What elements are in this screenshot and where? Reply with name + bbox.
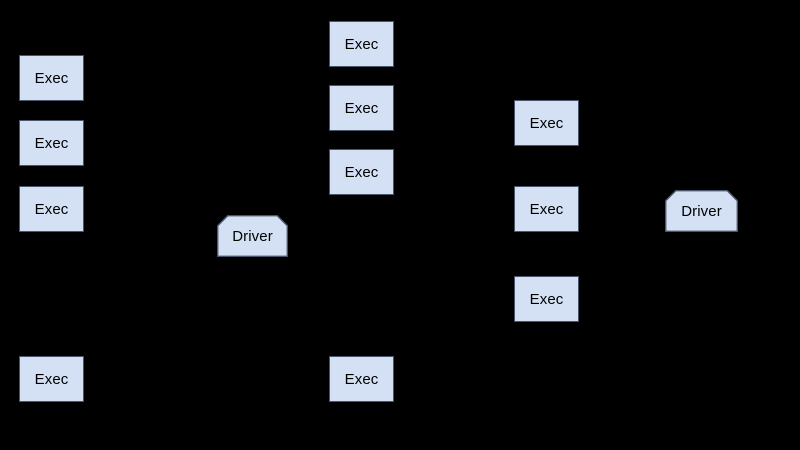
node-label: Exec (34, 134, 69, 152)
node-exec-r3[interactable]: Exec (514, 276, 579, 322)
node-exec-m3[interactable]: Exec (329, 149, 394, 195)
node-shape-chamfered (665, 190, 738, 232)
node-exec-l2[interactable]: Exec (19, 120, 84, 166)
node-exec-m4[interactable]: Exec (329, 356, 394, 402)
node-label: Exec (344, 99, 379, 117)
node-exec-m1[interactable]: Exec (329, 21, 394, 67)
node-exec-l3[interactable]: Exec (19, 186, 84, 232)
node-label: Exec (34, 370, 69, 388)
node-label: Exec (529, 290, 564, 308)
node-exec-l4[interactable]: Exec (19, 356, 84, 402)
node-exec-m2[interactable]: Exec (329, 85, 394, 131)
node-driver-2[interactable]: Driver (665, 190, 738, 232)
node-label: Exec (34, 69, 69, 87)
node-driver-1[interactable]: Driver (217, 215, 288, 257)
node-label: Exec (529, 200, 564, 218)
node-exec-r1[interactable]: Exec (514, 100, 579, 146)
node-label: Exec (344, 35, 379, 53)
node-exec-r2[interactable]: Exec (514, 186, 579, 232)
node-label: Exec (344, 370, 379, 388)
node-label: Exec (34, 200, 69, 218)
node-exec-l1[interactable]: Exec (19, 55, 84, 101)
node-shape-chamfered (217, 215, 288, 257)
node-label: Exec (529, 114, 564, 132)
node-label: Exec (344, 163, 379, 181)
